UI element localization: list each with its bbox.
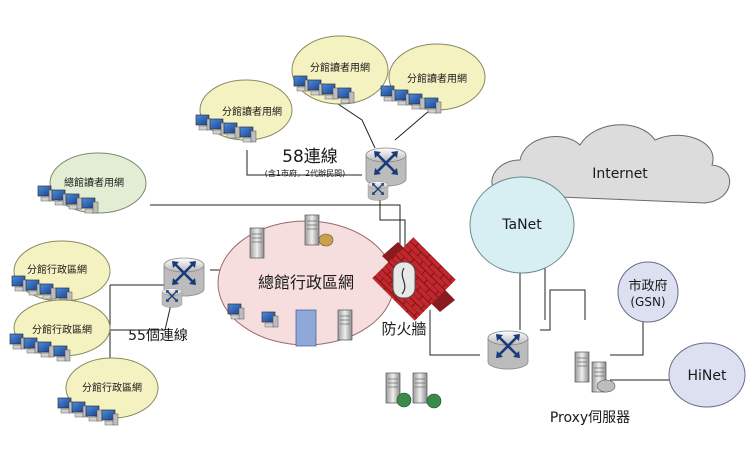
branch-reader-label-2: 分館讀者用網 [407, 72, 467, 85]
router-55-secondary [161, 287, 183, 309]
firewall [372, 237, 456, 321]
hq-admin-label: 總館行政區網 [258, 273, 354, 292]
core-router [486, 329, 530, 371]
web-servers [385, 372, 442, 409]
firewall-label: 防火牆 [381, 320, 426, 338]
gsn-title: 市政府 [628, 278, 667, 294]
branch-admin-label-3: 分館行政區網 [82, 381, 142, 394]
hinet-bubble [668, 342, 746, 408]
link58-note: (含1市府，2代辦民間) [265, 168, 345, 178]
branch-admin-label-2: 分館行政區網 [32, 323, 92, 336]
gsn-sub: (GSN) [630, 295, 665, 309]
branch-reader-label-3: 分館讀者用網 [222, 105, 282, 118]
branch-reader-label-1: 分館讀者用網 [310, 61, 370, 74]
branch-admin-label-1: 分館行政區網 [27, 263, 87, 276]
link58-title: 58連線 [282, 147, 338, 167]
proxy-label: Proxy伺服器 [550, 410, 630, 426]
router-58-link [364, 146, 408, 188]
internet-label: Internet [592, 166, 648, 182]
proxy-server [574, 351, 616, 393]
hinet-label: HiNet [688, 368, 728, 384]
gsn-bubble [617, 261, 679, 323]
router-58-secondary [367, 180, 389, 202]
internet-cloud [491, 124, 730, 204]
link55-label: 55個連線 [128, 328, 188, 344]
tanet-bubble [469, 176, 575, 274]
hq-admin-servers [227, 214, 353, 347]
hq-reader-label: 總館讀者用網 [64, 176, 124, 189]
tanet-label: TaNet [501, 217, 542, 233]
